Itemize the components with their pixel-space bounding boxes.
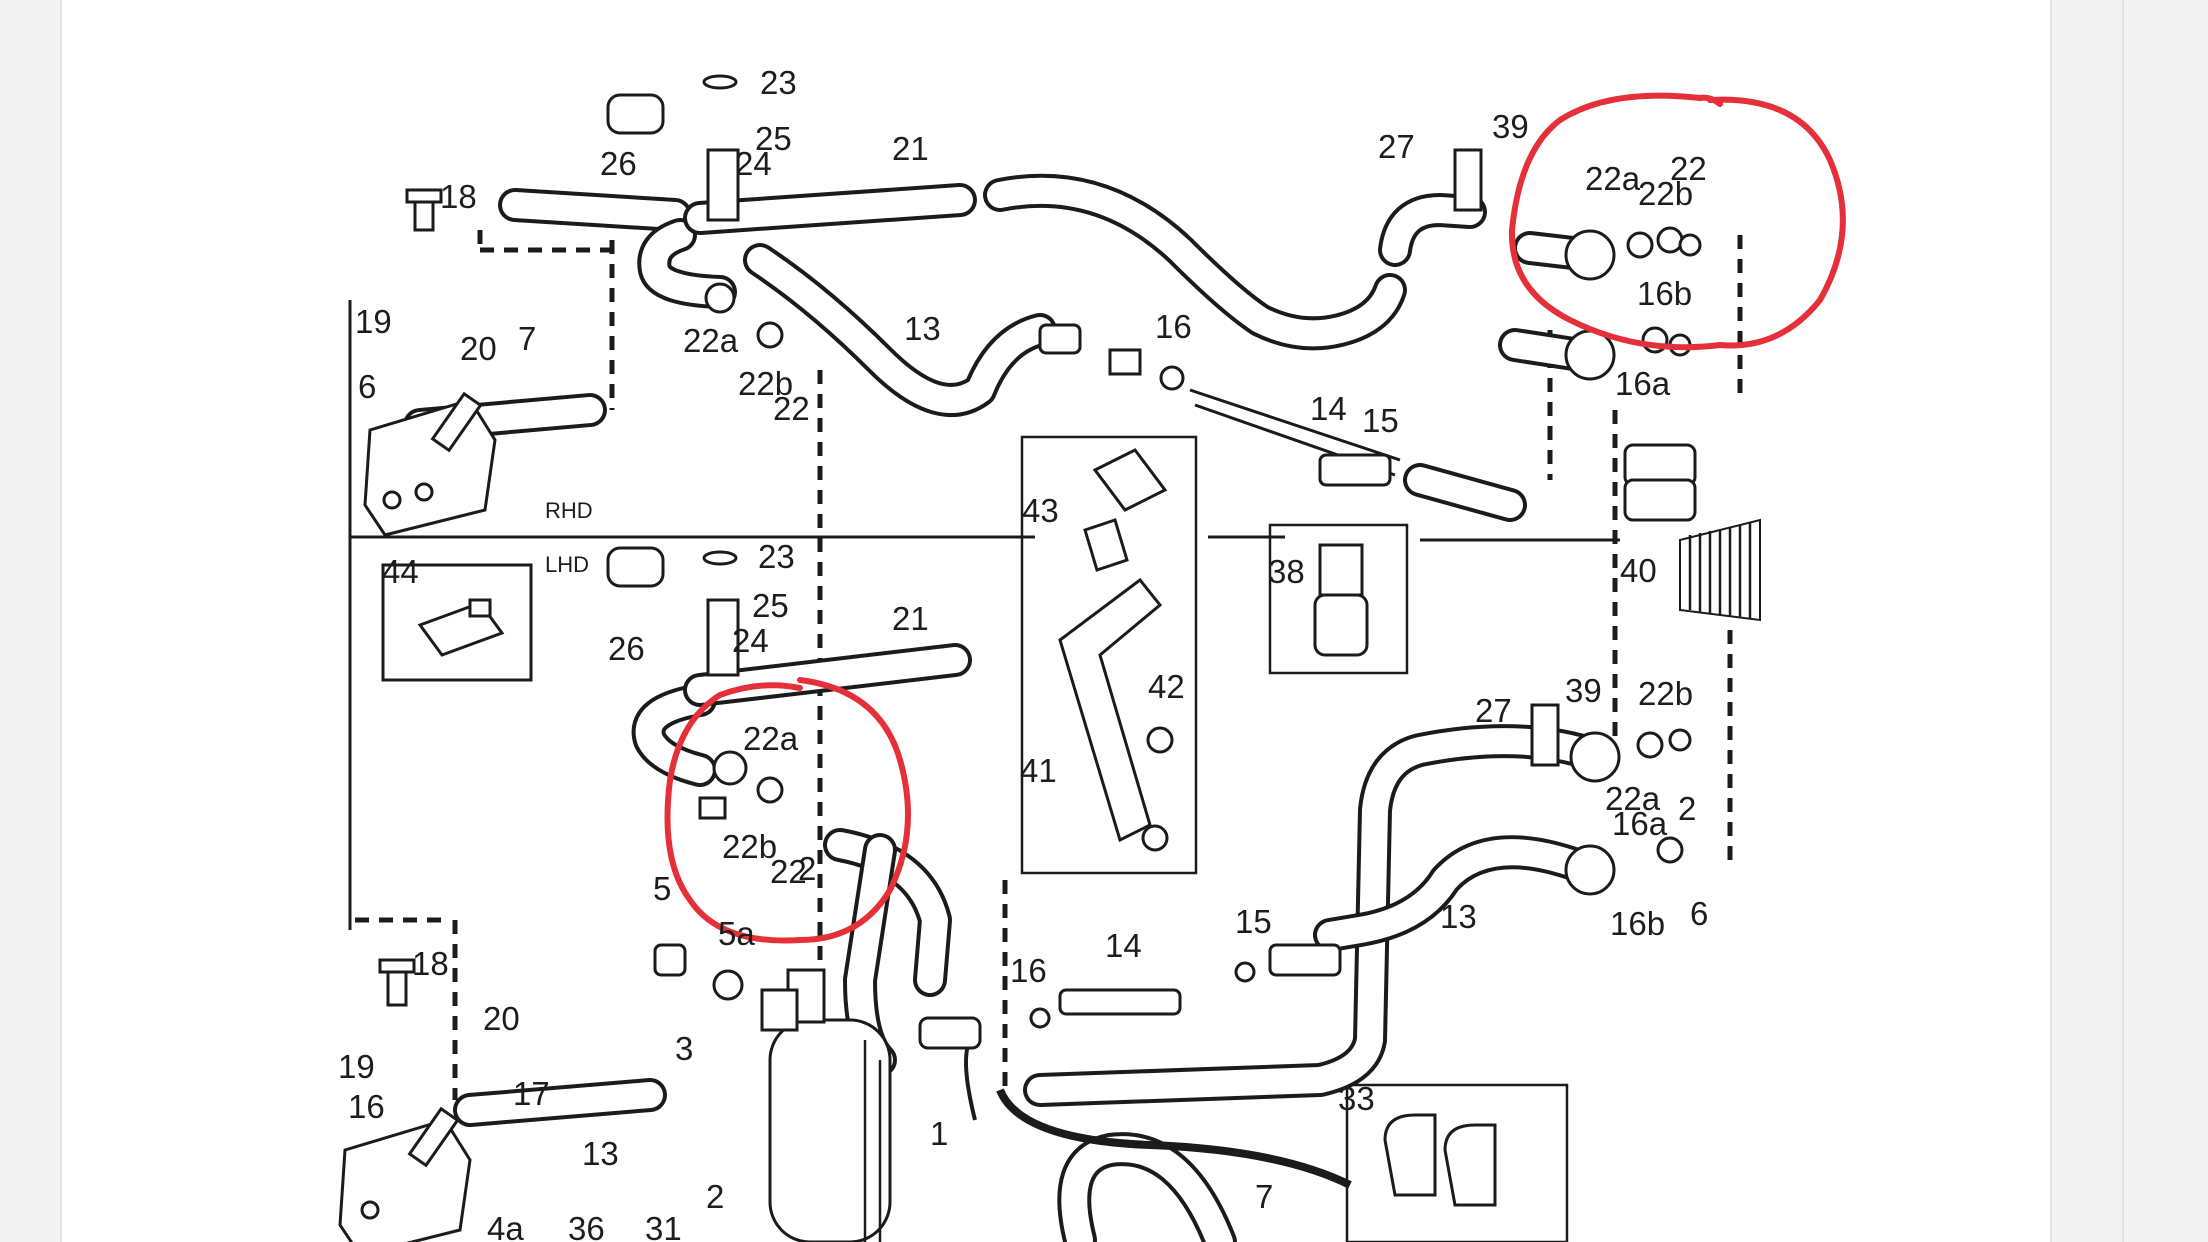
switch-bracket-upper <box>363 188 497 537</box>
callout: 7 <box>1255 1178 1273 1215</box>
callout: 20 <box>460 330 497 367</box>
callout: 3 <box>675 1030 693 1067</box>
box-41-42-43 <box>1020 435 1198 875</box>
callout: 22 <box>1670 150 1707 187</box>
callout: 22a <box>1605 780 1661 817</box>
callout: 39 <box>1492 108 1529 145</box>
callout: 5a <box>718 915 755 952</box>
callout: 2 <box>798 850 816 887</box>
callout: 23 <box>758 538 795 575</box>
callout: 22a <box>1585 160 1641 197</box>
callout: 17 <box>513 1075 550 1112</box>
upper-hoses <box>403 173 1607 522</box>
callout: 22a <box>683 322 739 359</box>
callout: 22b <box>1638 175 1693 212</box>
fittings <box>606 74 1702 1050</box>
switch-bracket-lower <box>338 958 472 1242</box>
callout: 16b <box>1610 905 1665 942</box>
callout: 22 <box>773 390 810 427</box>
callout: 22 <box>770 853 807 890</box>
callout: 19 <box>355 303 392 340</box>
receiver-drier <box>760 968 892 1242</box>
callout: 22b <box>722 828 777 865</box>
callout: 26 <box>608 630 645 667</box>
callout: 18 <box>440 178 477 215</box>
callout: 13 <box>582 1135 619 1172</box>
callout: 2 <box>706 1178 724 1215</box>
highlight-circle-lower-left <box>664 677 911 944</box>
box-33 <box>1345 1083 1569 1242</box>
callout: 16b <box>1637 275 1692 312</box>
callout: 36 <box>568 1210 605 1242</box>
lower-hoses <box>453 643 1612 1242</box>
callout: 22a <box>743 720 799 757</box>
callout: 14 <box>1105 927 1142 964</box>
callout: 25 <box>752 587 789 624</box>
lhd-label: LHD <box>545 552 589 577</box>
callout: 6 <box>358 368 376 405</box>
callout: 16 <box>348 1088 385 1125</box>
callout: 41 <box>1020 752 1057 789</box>
callout: 38 <box>1268 553 1305 590</box>
callout: 15 <box>1362 402 1399 439</box>
callouts-upper: 23 25 24 26 21 18 19 20 7 6 22a 22b 22 1… <box>355 64 1707 439</box>
callout: 22b <box>1638 675 1693 712</box>
callout: 15 <box>1235 903 1272 940</box>
callouts-lower: 44 23 25 24 26 21 22a 22b 22 5 5a 2 3 18… <box>338 492 1708 1242</box>
callout: 22b <box>738 365 793 402</box>
callout: 1 <box>930 1115 948 1152</box>
callout: 18 <box>412 945 449 982</box>
callout: 19 <box>338 1048 375 1085</box>
callout: 27 <box>1378 128 1415 165</box>
callout: 20 <box>483 1000 520 1037</box>
callout: 40 <box>1620 552 1657 589</box>
callout: 2 <box>1678 790 1696 827</box>
callout: 39 <box>1565 672 1602 709</box>
callout: 31 <box>645 1210 682 1242</box>
callout: 24 <box>732 622 769 659</box>
box-38 <box>1268 523 1409 675</box>
callout: 23 <box>760 64 797 101</box>
page-edge-right <box>2050 0 2052 1242</box>
callout: 16 <box>1010 952 1047 989</box>
callout: 13 <box>1440 898 1477 935</box>
page-edge-far-right <box>2122 0 2124 1242</box>
condenser-fins <box>1679 518 1761 622</box>
callout: 42 <box>1148 668 1185 705</box>
highlight-circle-upper-right <box>1508 92 1846 351</box>
callout: 44 <box>382 553 419 590</box>
rhd-label: RHD <box>545 498 593 523</box>
callout: 26 <box>600 145 637 182</box>
callout: 24 <box>735 145 772 182</box>
callout: 6 <box>1690 895 1708 932</box>
callout: 13 <box>904 310 941 347</box>
callout: 16a <box>1612 805 1668 842</box>
callout: 14 <box>1310 390 1347 427</box>
callout: 21 <box>892 600 929 637</box>
callout: 21 <box>892 130 929 167</box>
callout: 43 <box>1022 492 1059 529</box>
callout: 25 <box>755 120 792 157</box>
callout: 16a <box>1615 365 1671 402</box>
page-edge-left <box>60 0 62 1242</box>
callout: 5 <box>653 870 671 907</box>
callout: 7 <box>518 320 536 357</box>
box-44 <box>381 563 533 682</box>
callout: 16 <box>1155 308 1192 345</box>
callout: 27 <box>1475 692 1512 729</box>
callout: 33 <box>1338 1080 1375 1117</box>
callout: 4a <box>487 1210 524 1242</box>
